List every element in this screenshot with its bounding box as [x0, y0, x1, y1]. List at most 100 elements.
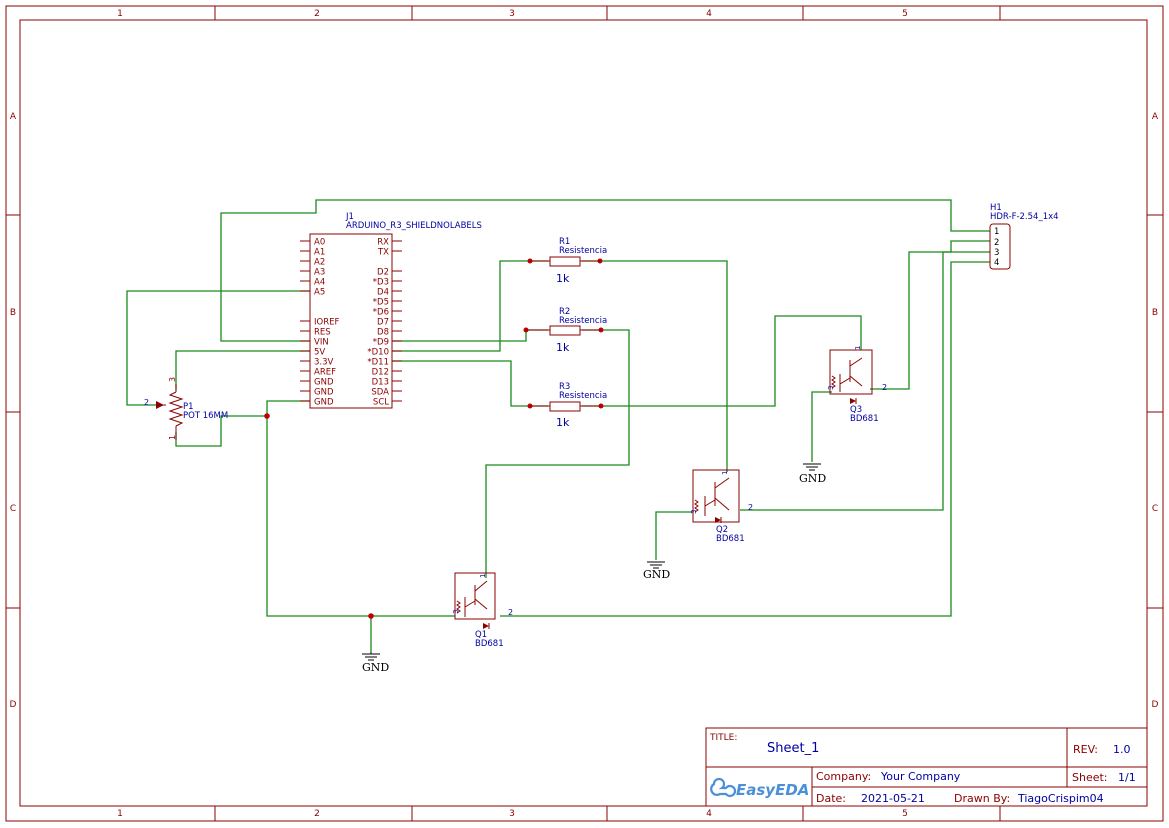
wire-pot-gnd [175, 415, 267, 447]
resistor-r2[interactable]: R2 Resistencia 1k [526, 307, 607, 354]
easyeda-logo: EasyEDA [710, 777, 809, 799]
gnd-label: GND [643, 568, 670, 581]
j1-pin-label: *D9 [373, 338, 389, 348]
r3-designator: R3 [559, 382, 570, 392]
j1-pin-label: *D6 [373, 308, 389, 318]
wire-r3-q3 [582, 315, 862, 407]
sheet-frame [5, 5, 1164, 822]
sheet-label: Sheet: [1072, 771, 1108, 784]
wire-q3-h2 [870, 240, 990, 390]
pot-designator: P1 [183, 402, 194, 412]
j1-pin-label: *D3 [373, 278, 389, 288]
j1-pin-label: A1 [314, 248, 325, 258]
q3-part: BD681 [850, 414, 879, 424]
j1-designator: J1 [345, 212, 354, 222]
h1-pin-1: 1 [994, 227, 999, 237]
wire-q2-gnd [655, 511, 693, 560]
j1-pin-label: GND [314, 388, 334, 398]
r1-part: Resistencia [559, 246, 607, 256]
ground-symbol-main: GND [362, 652, 389, 674]
wire-5v-pot [175, 350, 310, 390]
row-label: C [1152, 504, 1158, 514]
q2-pin-c: 1 [721, 471, 729, 475]
j1-pin-label: 3.3V [314, 358, 334, 368]
q1-designator: Q1 [475, 630, 487, 640]
column-label: 5 [902, 9, 908, 19]
r1-designator: R1 [559, 237, 570, 247]
wire-q3-gnd [811, 391, 832, 462]
ground-symbol-q2: GND [643, 561, 670, 581]
j1-pin-label: RX [377, 238, 389, 248]
h1-pin-3: 3 [994, 248, 999, 258]
q3-pin-e: 3 [827, 386, 835, 390]
wire-d10-r1 [392, 260, 548, 352]
j1-pin-label: A3 [314, 268, 325, 278]
pot-pin-top: 3 [168, 377, 177, 382]
j1-pin-label: D12 [372, 368, 389, 378]
j1-part: ARDUINO_R3_SHIELDNOLABELS [346, 221, 482, 231]
j1-pin-label: SDA [371, 388, 389, 398]
j1-pin-label: A2 [314, 258, 325, 268]
j1-pin-label: A4 [314, 278, 325, 288]
j1-pin-label: GND [314, 378, 334, 388]
j1-pin-label: TX [377, 248, 389, 258]
pot-part: POT 16MM [183, 411, 228, 421]
q3-pin-b: 2 [882, 383, 887, 392]
j1-pin-label: *D10 [367, 348, 389, 358]
header-h1[interactable]: H1 HDR-F-2.54_1x4 1 2 3 4 [989, 203, 1059, 270]
row-label: C [10, 504, 16, 514]
j1-pin-label: VIN [314, 338, 329, 348]
sheet-value: 1/1 [1118, 771, 1136, 784]
resistor-r1[interactable]: R1 Resistencia 1k [530, 237, 607, 285]
wire-gnd-bus [266, 400, 455, 617]
frame-row-labels: A B C D A B C D [10, 112, 1159, 710]
q1-pin-b: 2 [508, 608, 513, 617]
column-label: 2 [314, 9, 320, 19]
r2-part: Resistencia [559, 316, 607, 326]
resistor-r3[interactable]: R3 Resistencia 1k [530, 382, 607, 429]
transistor-q2[interactable]: 1 2 3 Q2 BD681 [690, 469, 753, 544]
ground-symbol-q3: GND [799, 463, 826, 485]
q3-pin-c: 1 [854, 346, 862, 350]
j1-pin-label: D7 [377, 318, 389, 328]
h1-pin-4: 4 [994, 258, 999, 268]
row-label: D [10, 700, 17, 710]
wire-vin-h1 [220, 199, 990, 342]
rev-value: 1.0 [1113, 743, 1131, 756]
r2-value: 1k [556, 341, 570, 354]
transistor-q1[interactable]: 1 2 3 Q1 BD681 [452, 572, 513, 649]
pot-pin-wiper: 2 [144, 398, 149, 407]
q2-part: BD681 [716, 534, 745, 544]
r3-part: Resistencia [559, 391, 607, 401]
row-label: B [10, 308, 16, 318]
q2-pin-b: 2 [748, 503, 753, 512]
j1-pin-label: D4 [377, 288, 389, 298]
company-value: Your Company [880, 770, 961, 783]
j1-pin-label: IOREF [314, 318, 339, 328]
gnd-label: GND [362, 661, 389, 674]
potentiometer-p1[interactable]: 3 1 2 P1 POT 16MM [144, 377, 228, 440]
date-value: 2021-05-21 [861, 792, 925, 805]
column-label: 3 [509, 809, 515, 819]
r3-value: 1k [556, 416, 570, 429]
row-label: D [1152, 700, 1159, 710]
junctions [264, 258, 604, 619]
h1-pin-2: 2 [994, 238, 999, 248]
title-block: TITLE: Sheet_1 REV: 1.0 Company: Your Co… [705, 727, 1148, 807]
drawn-by-label: Drawn By: [954, 792, 1010, 805]
wire-q1-h4 [500, 261, 990, 617]
transistor-q3[interactable]: 1 2 3 Q3 BD681 [827, 346, 887, 424]
r1-value: 1k [556, 272, 570, 285]
column-label: 2 [314, 809, 320, 819]
column-label: 3 [509, 9, 515, 19]
drawn-by-value: TiagoCrispim04 [1017, 792, 1104, 805]
q3-designator: Q3 [850, 405, 862, 415]
gnd-label: GND [799, 472, 826, 485]
wire-q2-h3 [740, 251, 990, 511]
row-label: A [10, 112, 17, 122]
company-label: Company: [816, 770, 871, 783]
j1-pin-label: AREF [314, 368, 336, 378]
column-label: 1 [117, 9, 123, 19]
arduino-j1[interactable]: J1 ARDUINO_R3_SHIELDNOLABELS A0A1A2A3A4A… [300, 212, 482, 409]
